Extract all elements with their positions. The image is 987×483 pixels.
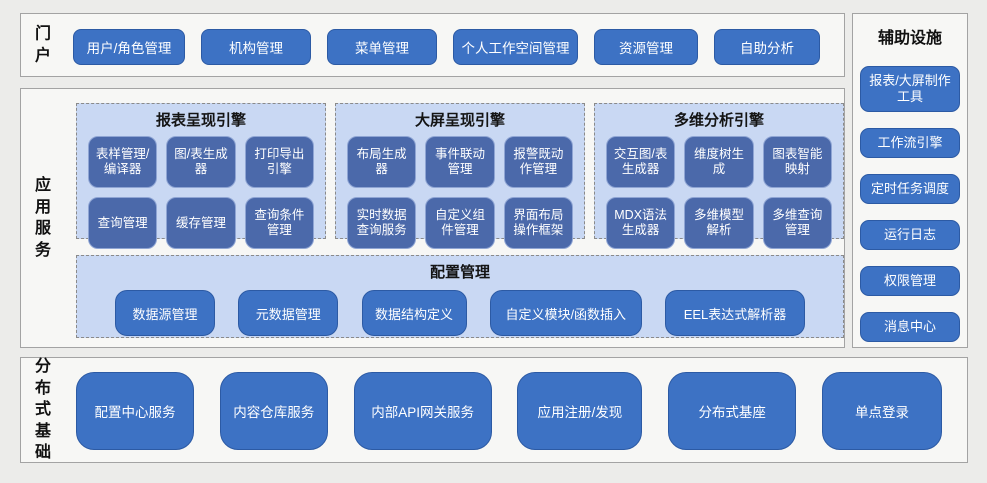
node-app-registration-discovery: 应用注册/发现 [517, 372, 643, 450]
node-eel-expression-parser: EEL表达式解析器 [665, 290, 805, 336]
node-print-export-engine: 打印导出引擎 [244, 136, 314, 188]
node-organization-management: 机构管理 [201, 29, 311, 65]
node-config-center-service: 配置中心服务 [76, 372, 194, 450]
node-datasource-management: 数据源管理 [115, 290, 215, 336]
node-menu-management: 菜单管理 [327, 29, 437, 65]
node-data-structure-definition: 数据结构定义 [361, 290, 467, 336]
node-realtime-data-query-service: 实时数据查询服务 [347, 197, 417, 249]
portal-node-row: 用户/角色管理 机构管理 菜单管理 个人工作空间管理 资源管理 自助分析 [73, 29, 820, 65]
node-runtime-logs: 运行日志 [860, 220, 960, 250]
report-engine-modules: 表样管理/编译器 图/表生成器 打印导出引擎 查询管理 缓存管理 查询条件管理 [77, 134, 325, 260]
bigscreen-engine-modules: 布局生成器 事件联动管理 报警既动作管理 实时数据查询服务 自定义组件管理 界面… [336, 134, 584, 260]
multidim-analysis-engine-title: 多维分析引擎 [673, 112, 764, 129]
node-layout-generator: 布局生成器 [347, 136, 417, 188]
distributed-node-row: 配置中心服务 内容仓库服务 内部API网关服务 应用注册/发现 分布式基座 单点… [76, 372, 942, 450]
bigscreen-rendering-engine-group: 大屏呈现引擎 布局生成器 事件联动管理 报警既动作管理 实时数据查询服务 自定义… [335, 103, 585, 249]
node-chart-table-generator: 图/表生成器 [166, 136, 236, 188]
node-resource-management: 资源管理 [594, 29, 698, 65]
node-workflow-engine: 工作流引擎 [860, 128, 960, 158]
node-query-condition-management: 查询条件管理 [244, 197, 314, 249]
node-personal-workspace-management: 个人工作空间管理 [453, 29, 578, 65]
multidim-engine-modules: 交互图/表生成器 维度树生成 图表智能映射 MDX语法生成器 多维模型解析 多维… [595, 134, 843, 260]
node-user-role-management: 用户/角色管理 [73, 29, 185, 65]
node-custom-component-management: 自定义组件管理 [425, 197, 495, 249]
engine-group-row: 报表呈现引擎 表样管理/编译器 图/表生成器 打印导出引擎 查询管理 缓存管理 … [76, 103, 844, 249]
node-mdx-syntax-generator: MDX语法生成器 [606, 197, 676, 249]
auxiliary-facilities-section: 辅助设施 报表/大屏制作工具 工作流引擎 定时任务调度 运行日志 权限管理 消息… [852, 13, 968, 348]
node-interactive-chart-generator: 交互图/表生成器 [606, 136, 676, 188]
node-multidim-model-parsing: 多维模型解析 [684, 197, 754, 249]
portal-section: 门户 用户/角色管理 机构管理 菜单管理 个人工作空间管理 资源管理 自助分析 [20, 13, 845, 77]
node-custom-module-function-insert: 自定义模块/函数插入 [489, 290, 642, 336]
distributed-foundation-label: 分布式基础 [34, 358, 51, 462]
node-report-bigscreen-authoring-tool: 报表/大屏制作工具 [860, 66, 960, 112]
node-report-template-compiler: 表样管理/编译器 [88, 136, 158, 188]
node-dimension-tree-generation: 维度树生成 [684, 136, 754, 188]
node-cache-management: 缓存管理 [166, 197, 236, 249]
auxiliary-facilities-label: 辅助设施 [877, 30, 942, 47]
config-management-title: 配置管理 [429, 264, 490, 281]
node-self-service-analysis: 自助分析 [714, 29, 820, 65]
application-services-section: 应用服务 报表呈现引擎 表样管理/编译器 图/表生成器 打印导出引擎 查询管理 … [20, 88, 845, 348]
node-message-center: 消息中心 [860, 312, 960, 342]
report-rendering-engine-title: 报表呈现引擎 [155, 112, 246, 129]
node-internal-api-gateway-service: 内部API网关服务 [353, 372, 492, 450]
application-services-label: 应用服务 [34, 176, 51, 259]
report-rendering-engine-group: 报表呈现引擎 表样管理/编译器 图/表生成器 打印导出引擎 查询管理 缓存管理 … [76, 103, 326, 249]
node-scheduled-task-dispatch: 定时任务调度 [860, 174, 960, 204]
node-query-management: 查询管理 [88, 197, 158, 249]
node-ui-layout-operation-framework: 界面布局操作框架 [503, 197, 573, 249]
node-alarm-action-management: 报警既动作管理 [503, 136, 573, 188]
node-metadata-management: 元数据管理 [238, 290, 339, 336]
multidim-analysis-engine-group: 多维分析引擎 交互图/表生成器 维度树生成 图表智能映射 MDX语法生成器 多维… [594, 103, 844, 249]
bigscreen-rendering-engine-title: 大屏呈现引擎 [414, 112, 505, 129]
node-event-linkage-management: 事件联动管理 [425, 136, 495, 188]
config-modules-row: 数据源管理 元数据管理 数据结构定义 自定义模块/函数插入 EEL表达式解析器 [77, 286, 843, 336]
node-chart-smart-mapping: 图表智能映射 [762, 136, 832, 188]
node-single-sign-on: 单点登录 [821, 372, 942, 450]
config-management-group: 配置管理 数据源管理 元数据管理 数据结构定义 自定义模块/函数插入 EEL表达… [76, 255, 844, 338]
distributed-foundation-section: 分布式基础 配置中心服务 内容仓库服务 内部API网关服务 应用注册/发现 分布… [20, 357, 968, 463]
node-content-repository-service: 内容仓库服务 [219, 372, 328, 450]
node-distributed-base: 分布式基座 [668, 372, 797, 450]
auxiliary-node-column: 报表/大屏制作工具 工作流引擎 定时任务调度 运行日志 权限管理 消息中心 [853, 48, 967, 342]
node-multidim-query-management: 多维查询管理 [762, 197, 832, 249]
portal-section-label: 门户 [34, 25, 51, 64]
node-permission-management: 权限管理 [860, 266, 960, 296]
